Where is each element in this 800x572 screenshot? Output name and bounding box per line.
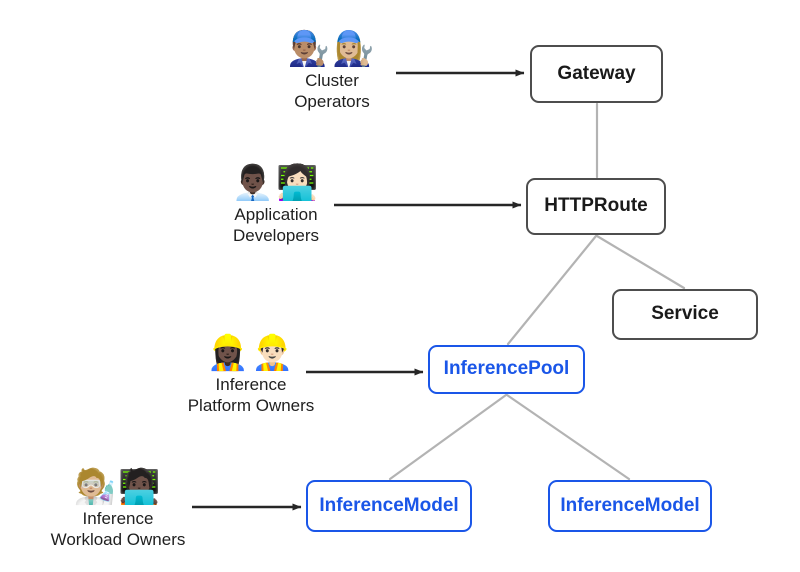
- persona-application-developers: 👨🏿‍💼👩🏻‍💻 Application Developers: [212, 163, 340, 247]
- node-inferencepool[interactable]: InferencePool: [428, 345, 585, 394]
- persona-application-developers-label: Application Developers: [233, 204, 319, 246]
- node-inferencemodel-2[interactable]: InferenceModel: [548, 480, 712, 532]
- cluster-operators-icon: 👨🏽‍🔧👩🏼‍🔧: [287, 29, 377, 69]
- node-service-label: Service: [651, 303, 719, 325]
- inference-platform-owners-icon: 👷🏿‍♀️👷🏻‍♂️: [206, 333, 296, 373]
- node-inferencemodel-2-label: InferenceModel: [560, 494, 700, 516]
- persona-inference-workload-owners: 🧑🏼‍🔬🧑🏿‍💻 Inference Workload Owners: [30, 467, 206, 551]
- node-inferencepool-label: InferencePool: [443, 358, 570, 380]
- persona-inference-platform-owners-label: Inference Platform Owners: [187, 374, 315, 416]
- inference-workload-owners-icon: 🧑🏼‍🔬🧑🏿‍💻: [73, 467, 163, 507]
- node-gateway[interactable]: Gateway: [530, 45, 663, 103]
- node-gateway-label: Gateway: [557, 62, 636, 84]
- persona-cluster-operators: 👨🏽‍🔧👩🏼‍🔧 Cluster Operators: [270, 29, 394, 113]
- persona-cluster-operators-label: Cluster Operators: [294, 70, 370, 112]
- relation-inferencepool-inferencemodel-2: [505, 393, 631, 481]
- node-httproute-label: HTTPRoute: [544, 195, 648, 217]
- relation-httproute-inferencepool: [506, 234, 598, 346]
- application-developers-icon: 👨🏿‍💼👩🏻‍💻: [231, 163, 321, 203]
- persona-inference-platform-owners: 👷🏿‍♀️👷🏻‍♂️ Inference Platform Owners: [168, 333, 334, 417]
- relation-httproute-service: [595, 234, 686, 290]
- node-inferencemodel-1-label: InferenceModel: [319, 494, 459, 516]
- relation-inferencepool-inferencemodel-1: [388, 393, 508, 481]
- node-httproute[interactable]: HTTPRoute: [526, 178, 666, 235]
- persona-inference-workload-owners-label: Inference Workload Owners: [50, 508, 186, 550]
- persona-arrows: [192, 69, 525, 511]
- node-inferencemodel-1[interactable]: InferenceModel: [306, 480, 472, 532]
- node-service[interactable]: Service: [612, 289, 758, 340]
